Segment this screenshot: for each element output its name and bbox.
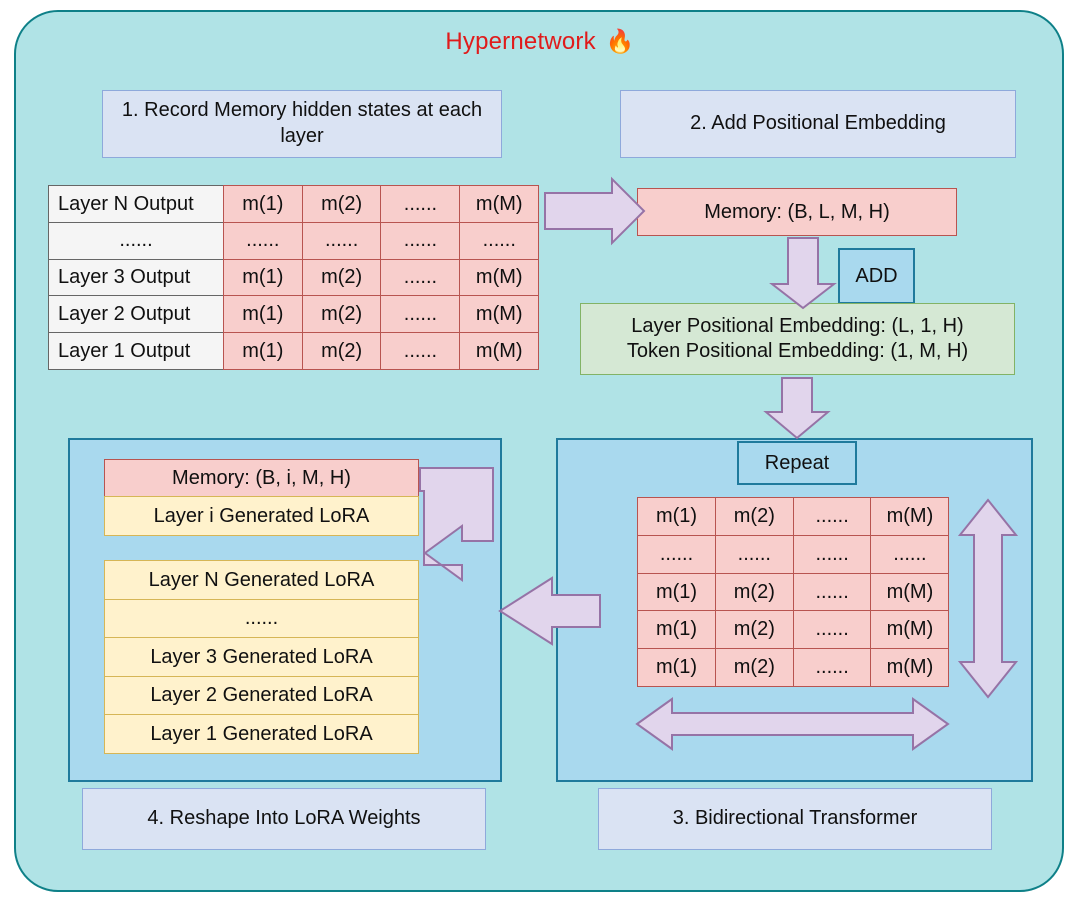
table-cell: m(M): [870, 497, 950, 536]
table-cell: m(M): [459, 185, 540, 223]
table-cell: ......: [637, 534, 716, 574]
row-label-cell: ......: [48, 221, 224, 260]
table-row: m(1)m(2)......m(M): [637, 610, 950, 650]
table-cell: m(1): [222, 258, 303, 297]
table-cell: ......: [792, 648, 872, 688]
table-cell: m(1): [222, 185, 303, 223]
repeat-box: Repeat: [737, 441, 857, 485]
memory-slice-box: Memory: (B, i, M, H): [104, 459, 419, 497]
table-cell: ......: [380, 258, 461, 297]
layer-positional-embedding-line: Layer Positional Embedding: (L, 1, H): [631, 315, 964, 337]
table-cell: m(2): [301, 258, 382, 297]
table-cell: m(M): [459, 258, 540, 297]
positional-embedding-box: Layer Positional Embedding: (L, 1, H) To…: [580, 303, 1015, 375]
row-label-cell: Layer N Output: [48, 185, 224, 223]
row-label-cell: Layer 1 Output: [48, 332, 224, 371]
table-row: m(1)m(2)......m(M): [637, 572, 950, 612]
table-cell: m(2): [714, 648, 794, 688]
table-row: ........................: [637, 534, 950, 574]
table-row: m(1)m(2)......m(M): [637, 497, 950, 536]
add-operation-box: ADD: [838, 248, 915, 304]
table-cell: ......: [301, 221, 382, 260]
table-cell: m(2): [301, 185, 382, 223]
table-row: ..............................: [48, 221, 540, 260]
diagram-title: Hypernetwork 🔥: [0, 28, 1080, 56]
diagram-title-text: Hypernetwork: [445, 28, 596, 55]
generated-lora-item: Layer 3 Generated LoRA: [104, 637, 419, 678]
generated-lora-item: Layer 1 Generated LoRA: [104, 714, 419, 755]
table-cell: ......: [222, 221, 303, 260]
table-cell: ......: [380, 332, 461, 371]
table-cell: m(2): [714, 497, 794, 536]
generated-lora-item: Layer N Generated LoRA: [104, 560, 419, 600]
table-cell: m(1): [222, 295, 303, 334]
table-cell: m(M): [870, 572, 950, 612]
table-cell: ......: [380, 185, 461, 223]
table-cell: m(1): [637, 572, 716, 612]
table-cell: m(1): [637, 648, 716, 688]
table-cell: ......: [870, 534, 950, 574]
table-cell: m(M): [870, 648, 950, 688]
table-cell: m(M): [459, 332, 540, 371]
table-cell: m(M): [870, 610, 950, 650]
table-cell: ......: [380, 221, 461, 260]
step-4-caption: 4. Reshape Into LoRA Weights: [82, 788, 486, 850]
row-label-cell: Layer 3 Output: [48, 258, 224, 297]
memory-tensor-box: Memory: (B, L, M, H): [637, 188, 957, 236]
table-cell: ......: [792, 610, 872, 650]
row-label-cell: Layer 2 Output: [48, 295, 224, 334]
table-row: m(1)m(2)......m(M): [637, 648, 950, 688]
table-cell: m(2): [301, 295, 382, 334]
table-cell: ......: [380, 295, 461, 334]
transformer-token-table: m(1)m(2)......m(M)......................…: [637, 497, 950, 688]
table-cell: m(2): [714, 610, 794, 650]
step-3-caption: 3. Bidirectional Transformer: [598, 788, 992, 850]
token-positional-embedding-line: Token Positional Embedding: (1, M, H): [626, 340, 969, 362]
table-cell: ......: [714, 534, 794, 574]
table-cell: ......: [792, 572, 872, 612]
layer-i-generated-lora-box: Layer i Generated LoRA: [104, 496, 419, 536]
table-cell: m(M): [459, 295, 540, 334]
table-cell: m(1): [637, 610, 716, 650]
table-cell: ......: [792, 497, 872, 536]
table-cell: m(1): [637, 497, 716, 536]
generated-lora-item: Layer 2 Generated LoRA: [104, 675, 419, 716]
generated-lora-item: ......: [104, 598, 419, 639]
table-cell: m(2): [714, 572, 794, 612]
table-cell: m(2): [301, 332, 382, 371]
generated-lora-stack: Layer N Generated LoRA......Layer 3 Gene…: [104, 560, 419, 755]
step-2-caption: 2. Add Positional Embedding: [620, 90, 1016, 158]
table-cell: ......: [792, 534, 872, 574]
table-cell: m(1): [222, 332, 303, 371]
step-1-caption: 1. Record Memory hidden states at each l…: [102, 90, 502, 158]
fire-emoji-icon: 🔥: [605, 28, 635, 54]
table-cell: ......: [459, 221, 540, 260]
